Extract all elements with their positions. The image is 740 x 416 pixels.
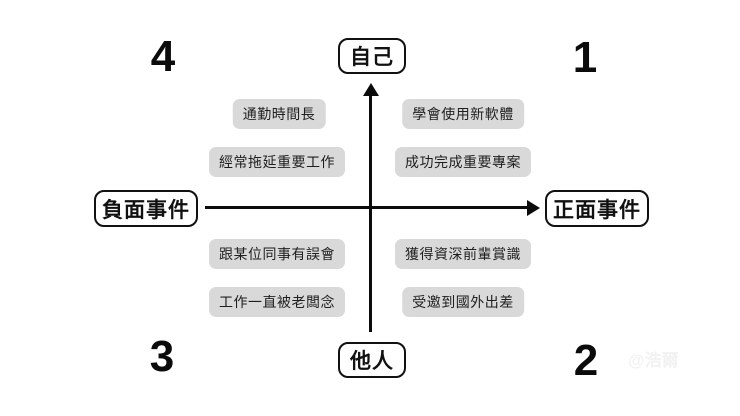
vertical-axis-line [369,92,372,332]
axis-label-self: 自己 [338,38,406,74]
event-chip: 受邀到國外出差 [402,287,524,317]
watermark: @浩爾 [628,351,679,370]
quadrant-number-4: 4 [150,32,176,81]
quadrant-number-3: 3 [149,332,175,381]
horizontal-axis-line [205,206,529,209]
arrow-up-icon [363,83,379,96]
event-chip: 獲得資深前輩賞識 [395,239,531,269]
event-chip: 工作一直被老闆念 [209,287,345,317]
axis-label-others: 他人 [338,342,406,378]
quadrant-number-1: 1 [572,33,598,82]
event-chip: 經常拖延重要工作 [209,147,345,177]
event-chip: 成功完成重要專案 [395,147,531,177]
axis-label-positive-events: 正面事件 [545,190,649,227]
axis-label-negative-events: 負面事件 [94,190,198,227]
quadrant-number-2: 2 [573,336,599,385]
event-chip: 學會使用新軟體 [402,99,524,129]
event-chip: 跟某位同事有誤會 [209,239,345,269]
event-chip: 通勤時間長 [232,99,326,129]
arrow-right-icon [527,199,540,216]
